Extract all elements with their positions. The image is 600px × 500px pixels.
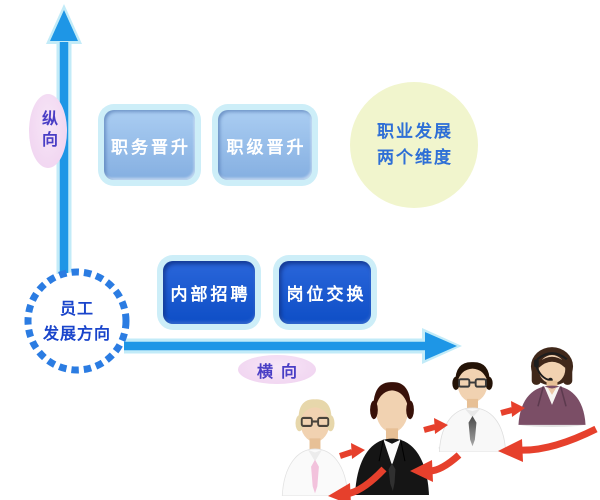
horizontal-axis-label: 横向 xyxy=(238,355,316,384)
right-arrow-icon xyxy=(425,332,457,360)
right-arrow-2-head-icon xyxy=(434,418,448,434)
person-man-glasses-gray-tie xyxy=(438,362,507,452)
swoosh-arrow-3-shaft xyxy=(517,425,598,454)
right-arrow-1-head-icon xyxy=(351,443,365,459)
swoosh-arrow-2-head-icon xyxy=(410,460,433,482)
swoosh-arrow-1-head-icon xyxy=(328,483,351,500)
right-arrow-2-shaft xyxy=(423,424,436,433)
vertical-axis-label-text: 纵向 xyxy=(39,110,58,152)
box-rank-promotion-label: 职级晋升 xyxy=(218,110,312,180)
glasses-icon xyxy=(300,416,330,427)
origin-label-line1: 员工 xyxy=(59,299,94,318)
glasses-icon xyxy=(458,378,487,388)
up-arrow-icon xyxy=(50,10,78,41)
horizontal-axis-label-text: 横向 xyxy=(256,361,305,381)
career-dimensions-line1: 职业发展 xyxy=(377,121,453,142)
dark-tie xyxy=(388,463,396,491)
vertical-axis-label: 纵向 xyxy=(29,94,67,168)
box-position-exchange-label: 岗位交换 xyxy=(279,261,371,324)
box-duty-promotion-label: 职务晋升 xyxy=(104,110,195,180)
right-arrow-3-head-icon xyxy=(511,401,525,417)
swoosh-arrow-3-head-icon xyxy=(498,439,523,462)
box-internal-recruitment: 内部招聘 xyxy=(157,255,261,330)
box-position-exchange: 岗位交换 xyxy=(273,255,377,330)
person-woman-headset-plum-jacket xyxy=(518,347,586,427)
right-arrow-1-shaft xyxy=(339,449,353,459)
gray-tie xyxy=(468,416,477,447)
origin-dashed-circle xyxy=(24,268,130,374)
career-dimensions-line2: 两个维度 xyxy=(377,148,453,168)
origin-label: 员工 发展方向 xyxy=(26,297,128,347)
person-older-man-glasses-pink-tie xyxy=(281,399,349,496)
pink-tie xyxy=(311,459,319,494)
swoosh-arrow-1-shaft xyxy=(345,466,387,498)
origin-label-line2: 发展方向 xyxy=(42,323,111,343)
box-internal-recruitment-label: 内部招聘 xyxy=(163,261,255,324)
swoosh-arrow-2-shaft xyxy=(427,452,462,475)
box-duty-promotion: 职务晋升 xyxy=(98,104,201,186)
box-rank-promotion: 职级晋升 xyxy=(212,104,318,186)
career-dimensions-circle: 职业发展 两个维度 xyxy=(350,82,478,208)
right-arrow-3-shaft xyxy=(500,407,513,416)
